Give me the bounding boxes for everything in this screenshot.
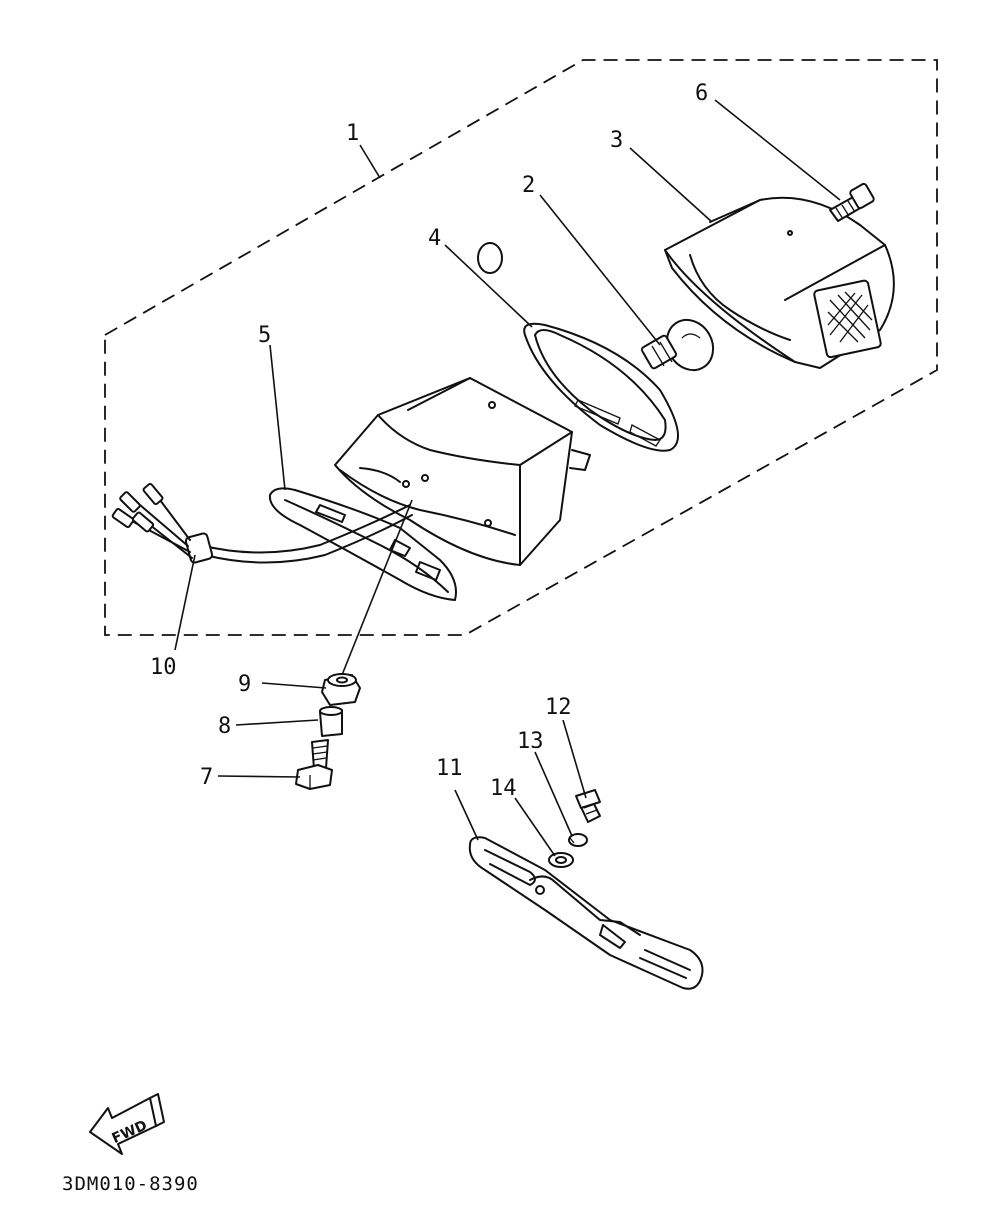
callout-9: 9: [238, 672, 251, 697]
part-bolt: [295, 739, 333, 790]
part-bracket: [468, 836, 704, 990]
callout-7: 7: [200, 765, 213, 790]
part-bracket-screw: [575, 789, 601, 823]
callout-12: 12: [545, 695, 572, 720]
part-collar: [319, 706, 343, 737]
callout-13: 13: [517, 729, 544, 754]
callout-6: 6: [695, 81, 708, 106]
callout-14: 14: [490, 776, 517, 801]
part-lock-washer: [568, 833, 588, 847]
callout-2: 2: [522, 173, 535, 198]
callout-11: 11: [436, 756, 463, 781]
part-lens-screw: [829, 182, 875, 222]
leader-lines: [174, 99, 841, 857]
part-wire-harness: [111, 482, 413, 564]
callout-3: 3: [610, 128, 623, 153]
callout-labels: 1 2 3 4 5 6 7 8 9 10 11 12 13 14: [150, 81, 708, 801]
callout-10: 10: [150, 655, 177, 680]
callout-8: 8: [218, 714, 231, 739]
callout-4: 4: [428, 226, 441, 251]
assembly-boundary: [104, 59, 938, 636]
diagram-code: 3DM010-8390: [62, 1173, 199, 1195]
callout-1: 1: [346, 121, 359, 146]
callout-5: 5: [258, 323, 271, 348]
part-base-housing: [268, 242, 591, 601]
part-lens: [664, 196, 895, 369]
part-plate-washer: [548, 852, 574, 868]
part-gasket: [523, 322, 679, 452]
part-bulb: [640, 318, 715, 372]
forward-arrow-icon: FWD: [89, 1093, 165, 1155]
part-grommet: [321, 673, 361, 706]
